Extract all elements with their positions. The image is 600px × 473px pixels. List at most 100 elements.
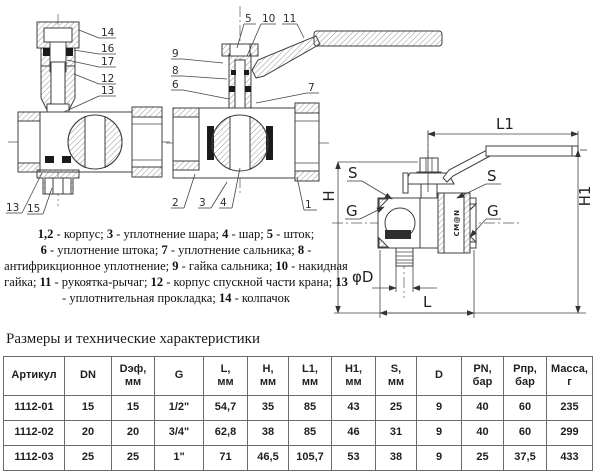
brand-mark: CM@N [453, 210, 461, 237]
cell: 85 [288, 395, 332, 421]
dim-label-l1: L1 [496, 115, 514, 133]
callout-5: 5 [245, 13, 252, 25]
callout-14: 14 [101, 27, 115, 39]
cell: 60 [503, 395, 547, 421]
cell-article: 1112-02 [3, 420, 65, 446]
table-row: 1112-02 20 20 3/4" 62,8 38 85 46 31 9 40… [3, 420, 593, 446]
cell: 54,7 [203, 395, 248, 421]
cell-article: 1112-01 [3, 395, 65, 421]
fig1-callouts: 14 16 17 12 13 13 15 [6, 27, 116, 215]
dim-label-d: φD [352, 268, 373, 286]
callout-1: 1 [305, 199, 312, 211]
callout-3: 3 [199, 197, 206, 209]
cell: 40 [461, 420, 504, 446]
cell: 25 [111, 445, 155, 471]
thread-label-left: G [346, 202, 358, 220]
figure-drain-valve-section: 14 16 17 12 13 13 15 [6, 14, 170, 215]
legend-line: 1,2 - корпус; 3 - уплотнение шара; 4 - ш… [37, 227, 315, 241]
cell: 43 [331, 395, 376, 421]
handle-bar-part [313, 30, 443, 47]
col-header-g: G [154, 356, 204, 396]
stem-nut-outline [419, 157, 439, 173]
callout-2: 2 [172, 197, 179, 209]
col-header-h: H, мм [247, 356, 289, 396]
cell: 1" [154, 445, 204, 471]
specs-table-wrap: Артикул DN Dэф, мм G L, мм H, мм L1, мм … [3, 356, 593, 471]
cell: 25 [461, 445, 504, 471]
cell: 9 [416, 445, 462, 471]
callout-17: 17 [101, 56, 114, 68]
callout-12: 12 [101, 73, 114, 85]
cell: 85 [288, 420, 332, 446]
cell: 71 [203, 445, 248, 471]
dim-label-l: L [423, 293, 432, 311]
cell: 60 [503, 420, 547, 446]
technical-drawing: 14 16 17 12 13 13 15 [6, 6, 594, 318]
cell: 299 [546, 420, 593, 446]
handle-bar-outline [485, 145, 579, 157]
cell: 46 [331, 420, 376, 446]
callout-10: 10 [262, 13, 275, 25]
callout-13: 13 [101, 85, 114, 97]
cell: 3/4" [154, 420, 204, 446]
callout-15: 15 [27, 203, 40, 215]
col-header-h1: H1, мм [331, 356, 376, 396]
callout-13b: 13 [6, 202, 19, 214]
cell: 9 [416, 395, 462, 421]
table-row: 1112-01 15 15 1/2" 54,7 35 85 43 25 9 40… [3, 395, 593, 421]
col-header-l: L, мм [203, 356, 248, 396]
callout-11: 11 [283, 13, 296, 25]
col-header-article: Артикул [3, 356, 65, 396]
table-row: 1112-03 25 25 1" 71 46,5 105,7 53 38 9 2… [3, 445, 593, 471]
legend-line: антифрикционное уплотнение; 9 - гайка са… [4, 259, 348, 273]
callout-7: 7 [308, 82, 315, 94]
cell: 20 [64, 420, 112, 446]
cell: 25 [64, 445, 112, 471]
col-header-s: S, мм [375, 356, 417, 396]
legend-line: гайка; 11 - рукоятка-рычаг; 12 - корпус … [4, 275, 348, 289]
dim-label-h1: H1 [576, 186, 594, 207]
cell: 40 [461, 395, 504, 421]
handle-arm-part [251, 35, 321, 79]
col-header-deff: Dэф, мм [111, 356, 155, 396]
cell: 38 [375, 445, 417, 471]
col-header-l1: L1, мм [288, 356, 332, 396]
cell: 15 [111, 395, 155, 421]
cell: 105,7 [288, 445, 332, 471]
figure-ball-valve-section: 5 10 11 9 8 6 7 2 3 4 1 [166, 6, 443, 211]
cell: 53 [331, 445, 376, 471]
callout-6: 6 [172, 79, 179, 91]
figure-dimension-view: CM@N L1 H1 H [320, 115, 594, 318]
handle-arm-outline [442, 149, 491, 183]
callout-9: 9 [172, 48, 179, 60]
cell: 1/2" [154, 395, 204, 421]
thread-label-right: G [487, 202, 499, 220]
parts-legend: 1,2 - корпус; 3 - уплотнение шара; 4 - ш… [0, 226, 352, 306]
cell: 37,5 [503, 445, 547, 471]
cell: 38 [247, 420, 289, 446]
col-header-dn: DN [64, 356, 112, 396]
col-header-mass: Масса, г [546, 356, 593, 396]
cell: 62,8 [203, 420, 248, 446]
cell: 433 [546, 445, 593, 471]
callout-8: 8 [172, 65, 179, 77]
col-header-ppr: Рпр, бар [503, 356, 547, 396]
cell: 35 [247, 395, 289, 421]
callout-16: 16 [101, 43, 115, 55]
fig2-callouts: 5 10 11 9 8 6 7 2 3 4 1 [171, 13, 319, 211]
cell: 46,5 [247, 445, 289, 471]
cell: 15 [64, 395, 112, 421]
cell: 9 [416, 420, 462, 446]
header-row: Артикул DN Dэф, мм G L, мм H, мм L1, мм … [3, 356, 593, 396]
specs-table: Артикул DN Dэф, мм G L, мм H, мм L1, мм … [3, 356, 593, 471]
wrench-size-label-right: S [487, 167, 497, 185]
col-header-d: D [416, 356, 462, 396]
legend-line: - уплотнительная прокладка; 14 - колпачо… [62, 291, 290, 305]
cell: 31 [375, 420, 417, 446]
wrench-size-label-left: S [348, 164, 358, 182]
cell: 20 [111, 420, 155, 446]
dim-label-h: H [320, 190, 338, 201]
col-header-pn: PN, бар [461, 356, 504, 396]
cell: 235 [546, 395, 593, 421]
